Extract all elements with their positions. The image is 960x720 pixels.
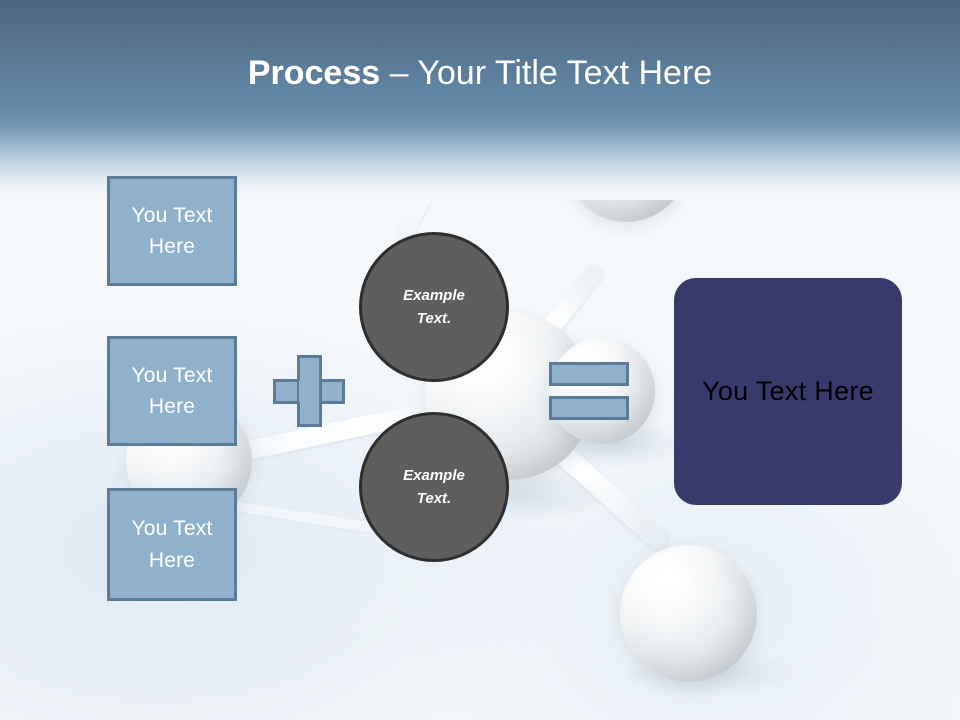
page-title-bold: Process <box>247 54 381 92</box>
process-circle-1[interactable]: Example Text. <box>359 232 509 382</box>
process-circle-1-line1: Example <box>403 286 465 304</box>
process-circle-2-line2: Text. <box>416 490 452 507</box>
molecule-sphere <box>620 545 757 682</box>
input-box-3-label: You Text Here <box>131 517 213 572</box>
equals-bottom-bar <box>549 396 629 420</box>
equals-operator-icon <box>549 362 629 420</box>
equals-top-bar <box>549 362 629 386</box>
plus-operator-icon <box>273 355 345 427</box>
page-title-regular: Your Title Text Here <box>417 54 713 92</box>
process-circle-2-line1: Example <box>403 466 465 484</box>
result-box[interactable]: You Text Here <box>674 278 902 505</box>
process-circle-1-line2: Text. <box>416 310 452 327</box>
input-box-3[interactable]: You Text Here <box>107 488 237 601</box>
result-box-label: You Text Here <box>701 376 875 406</box>
input-box-1-label: You Text Here <box>131 203 213 259</box>
page-title: Process – Your Title Text Here <box>0 52 960 94</box>
header-band <box>0 0 960 200</box>
input-box-2[interactable]: You Text Here <box>107 336 237 446</box>
page-title-separator: – <box>380 54 418 92</box>
input-box-1[interactable]: You Text Here <box>107 176 237 286</box>
plus-center-fill <box>299 381 318 402</box>
input-box-2-label: You Text Here <box>131 363 213 419</box>
process-circle-2[interactable]: Example Text. <box>359 412 509 562</box>
